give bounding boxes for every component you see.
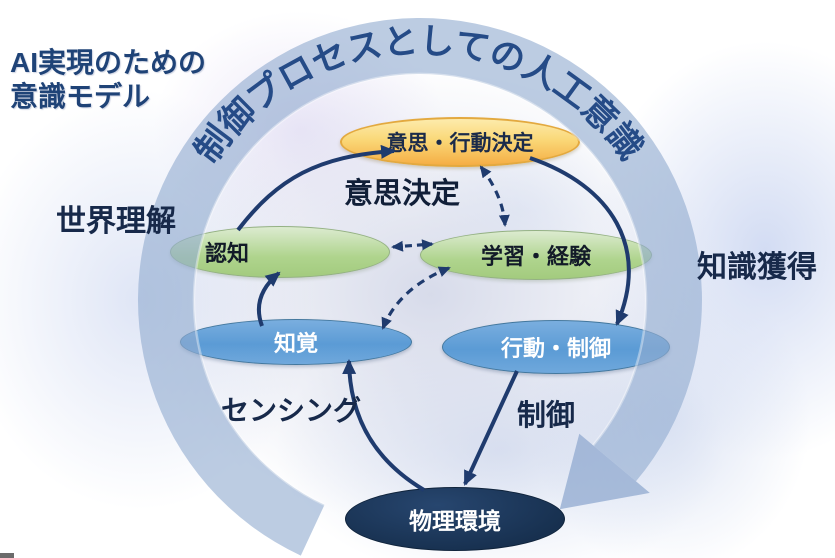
node-environment: 物理環境: [345, 487, 565, 551]
app-title-line2: 意識モデル: [10, 80, 151, 112]
node-environment-label: 物理環境: [409, 508, 501, 534]
arrow-decision-learning-dashed: [479, 165, 510, 227]
node-decision: 意思・行動決定: [340, 117, 580, 167]
label-world-understanding: 世界理解: [56, 205, 176, 238]
node-cognition: 認知: [170, 226, 390, 278]
arrow-perception-learning-dashed: [381, 266, 451, 330]
page-corner-mark: [0, 553, 14, 558]
arrow-action-to-environment: [463, 370, 519, 486]
node-cognition-label: 認知: [205, 241, 250, 266]
ring-band: [137, 18, 702, 556]
node-action: 行動・制御: [442, 320, 670, 374]
node-perception: 知覚: [180, 319, 412, 365]
ring-arrowhead: [559, 433, 650, 510]
app-title: AI実現のための 意識モデル: [10, 46, 206, 113]
arrow-perception-to-cognition: [257, 271, 281, 327]
label-decision-making: 意思決定: [344, 178, 461, 210]
node-learning: 学習・経験: [420, 230, 652, 280]
app-title-line1: AI実現のための: [10, 47, 207, 78]
label-sensing: センシング: [221, 395, 362, 426]
node-learning-label: 学習・経験: [480, 244, 591, 269]
label-control: 制御: [517, 400, 576, 432]
node-action-label: 行動・制御: [500, 336, 611, 361]
label-knowledge-acquisition: 知識獲得: [697, 251, 817, 284]
node-decision-label: 意思・行動決定: [386, 132, 534, 155]
node-perception-label: 知覚: [273, 331, 318, 356]
